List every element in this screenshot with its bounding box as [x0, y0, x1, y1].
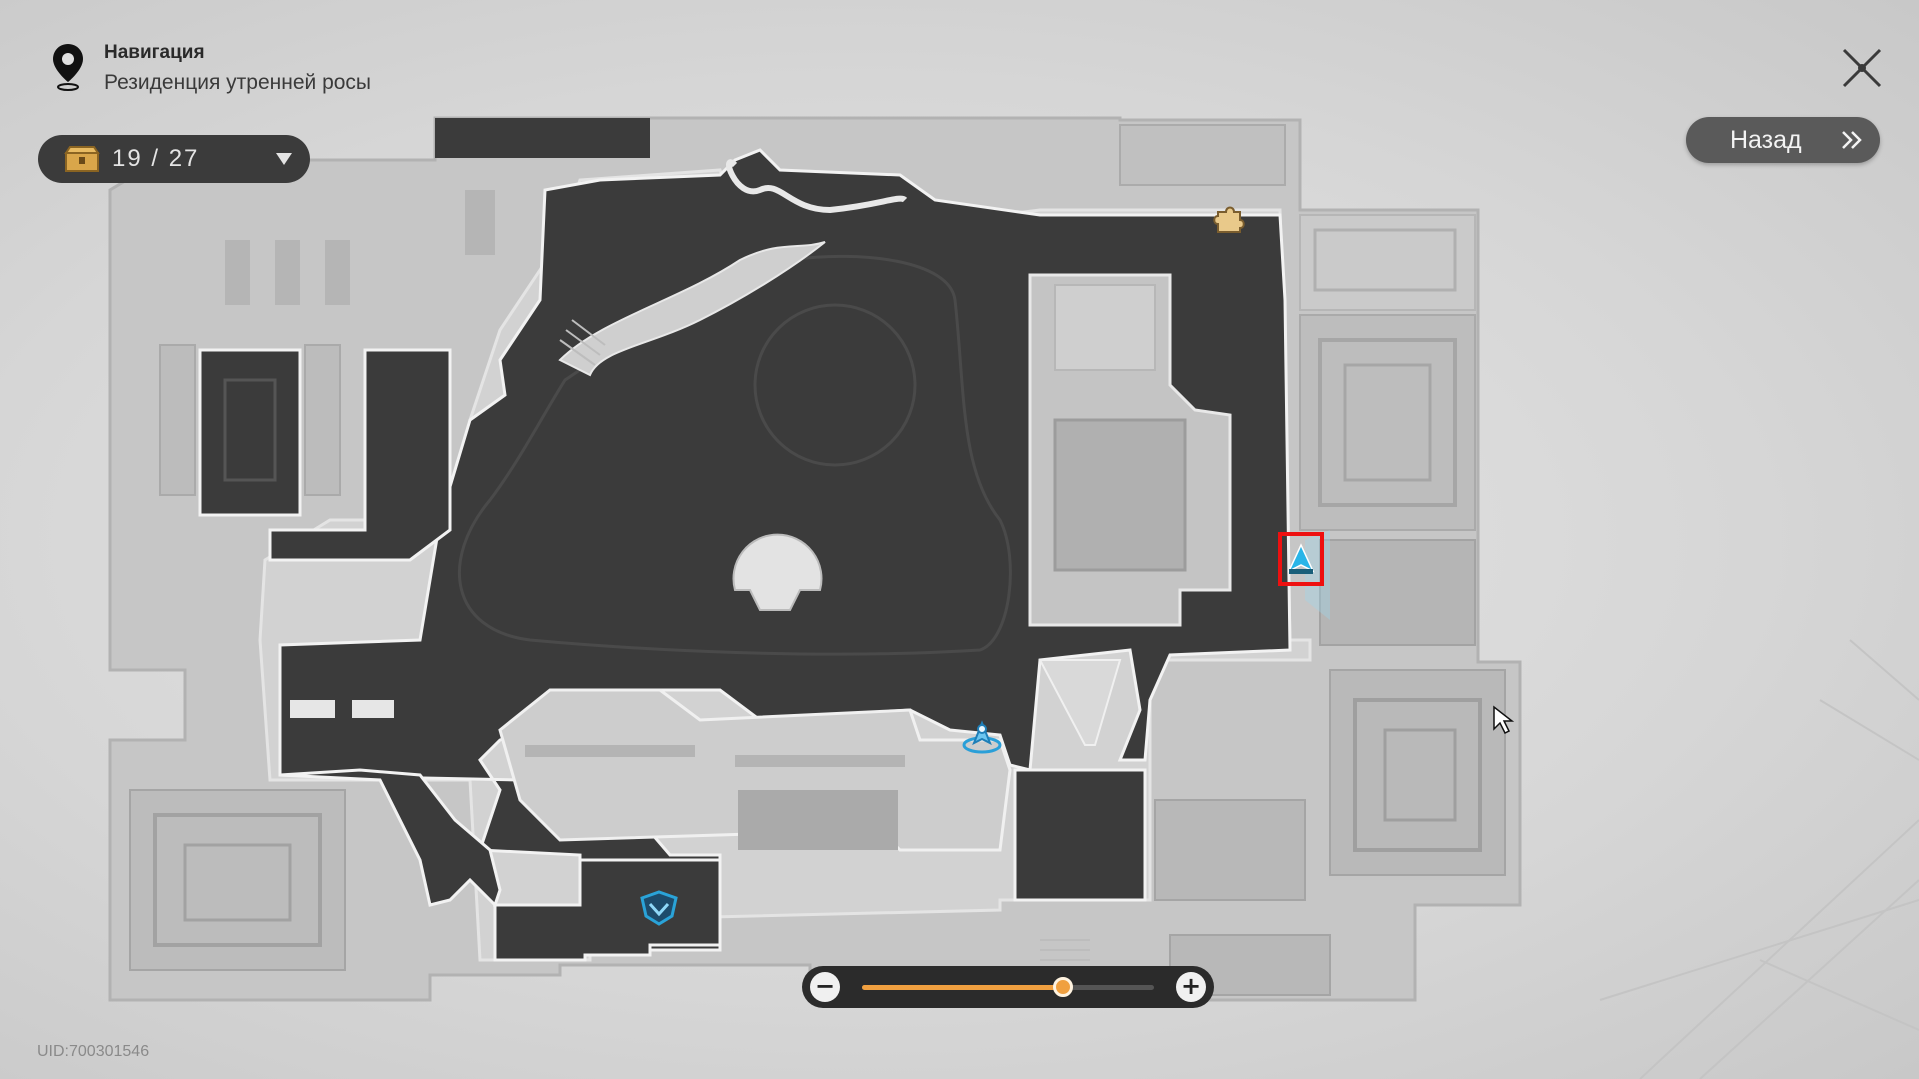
map-stairs: [559, 319, 1090, 961]
chest-count: 19 / 27: [112, 145, 200, 172]
map-stream: [558, 241, 826, 377]
uid-label: UID:700301546: [37, 1043, 150, 1060]
player-highlight-box: [1278, 532, 1324, 586]
left-bench-1: [290, 700, 335, 718]
puzzle-icon[interactable]: [1212, 200, 1246, 234]
map-bottom-room: [1013, 768, 1147, 902]
navigation-header: Навигация Резиденция утренней росы: [50, 42, 371, 98]
close-icon[interactable]: [1838, 44, 1886, 92]
map-west-buildings: [129, 124, 1286, 971]
zoom-in-button[interactable]: +: [1176, 972, 1206, 1002]
treasure-chest-icon: [64, 146, 100, 172]
player-icon[interactable]: [1283, 541, 1319, 577]
left-bench-2: [352, 700, 394, 718]
map-lower-left-wing: [279, 768, 722, 962]
location-name: Резиденция утренней росы: [104, 71, 372, 94]
left-room-detail: [223, 378, 277, 482]
navigation-title: Навигация: [104, 42, 205, 63]
boss-icon[interactable]: [638, 888, 680, 928]
cursor-icon: [1493, 705, 1515, 735]
map-pavilion: [732, 533, 823, 611]
right-building-roof: [1053, 418, 1187, 572]
chevron-down-icon: [276, 153, 292, 165]
map-top-curve: [726, 159, 908, 214]
zoom-slider-fill: [862, 985, 1064, 990]
background-streets: [1599, 639, 1919, 1079]
back-button-label: Назад: [1730, 125, 1802, 154]
map-pin-icon: [53, 44, 83, 91]
chest-counter-dropdown[interactable]: 19 / 27: [38, 135, 310, 183]
teleport-icon[interactable]: [960, 717, 1004, 761]
map-top-corridor: [435, 118, 650, 158]
right-building-annex: [1054, 284, 1156, 371]
zoom-out-button[interactable]: −: [810, 972, 840, 1002]
lower-block-details: [525, 745, 905, 850]
map-wedge: [1038, 659, 1122, 746]
zoom-slider[interactable]: [862, 977, 1154, 997]
double-chevron-right-icon: [1842, 131, 1862, 149]
zoom-control: − +: [802, 966, 1214, 1008]
zoom-slider-handle[interactable]: [1053, 977, 1074, 997]
map-left-room: [198, 348, 302, 517]
map-left-wing: [268, 348, 452, 562]
back-button[interactable]: Назад: [1686, 117, 1880, 163]
